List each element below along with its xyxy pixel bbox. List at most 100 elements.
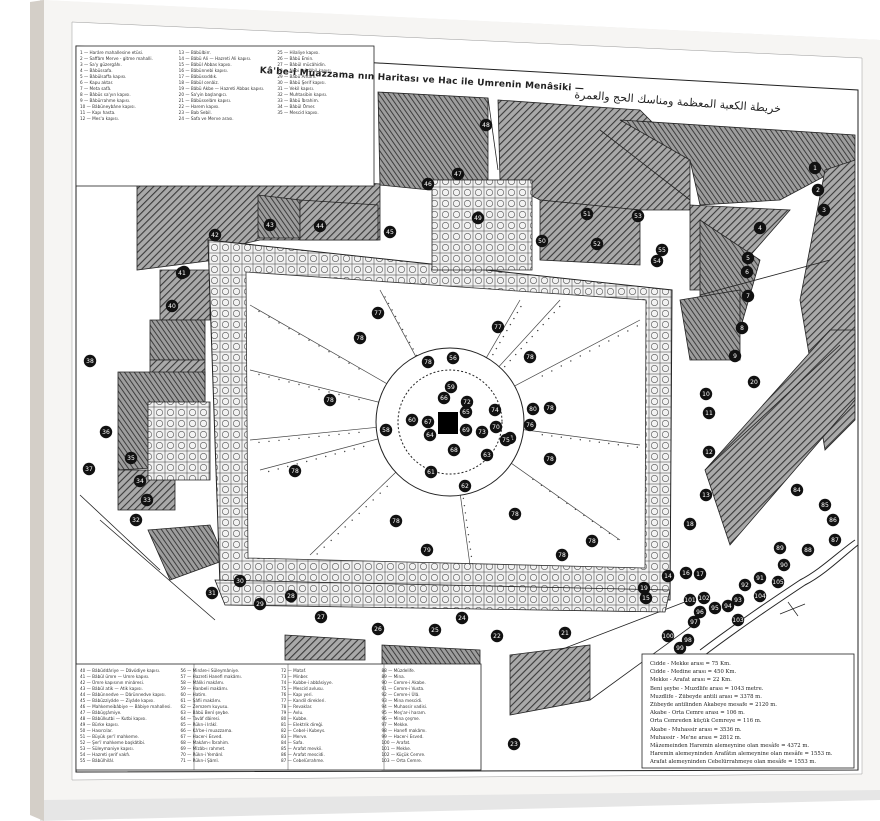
marker-label: 78 — [558, 552, 566, 559]
lamp-dot — [348, 432, 350, 435]
marker-78: 78 — [389, 514, 403, 528]
lamp-dot — [351, 519, 353, 521]
marker-73: 73 — [475, 425, 489, 439]
marker-dot — [428, 623, 442, 637]
marker-label: 30 — [236, 578, 244, 585]
marker-dot — [661, 629, 675, 643]
marker-label: 84 — [793, 487, 801, 494]
marker-44: 44 — [313, 219, 327, 233]
marker-61: 61 — [424, 465, 438, 479]
lamp-dot — [308, 386, 310, 388]
marker-78: 78 — [288, 464, 302, 478]
map-border — [75, 45, 859, 773]
lamp-dot — [391, 309, 393, 311]
marker-label: 51 — [583, 211, 591, 218]
lamp-dot — [353, 448, 355, 450]
lamp-dot — [288, 381, 290, 383]
marker-dot — [208, 228, 222, 242]
marker-dot — [353, 331, 367, 345]
marker-dot — [313, 219, 327, 233]
marker-label: 89 — [776, 545, 784, 552]
marker-64: 64 — [423, 428, 437, 442]
legend-entry: 16 — Bâbünnebi kapısı. — [178, 68, 229, 73]
marker-label: 70 — [492, 424, 500, 431]
marker-label: 62 — [461, 483, 469, 490]
marker-dot — [424, 465, 438, 479]
lamp-dot — [598, 441, 600, 443]
marker-label: 87 — [831, 537, 839, 544]
marker-65: 65 — [459, 405, 473, 419]
marker-dot — [687, 615, 701, 629]
marker-dot — [811, 183, 825, 197]
legend-entry: 76 — Kapı yeri. — [281, 692, 313, 697]
lamp-dot — [600, 526, 602, 529]
lamp-dot — [557, 496, 560, 499]
marker-101: 101 — [683, 593, 697, 607]
marker-label: 28 — [287, 593, 295, 600]
marker-label: 12 — [705, 449, 713, 456]
lamp-dot — [358, 398, 360, 401]
marker-78: 78 — [508, 507, 522, 521]
distance-entry: Cidde - Mekke arası = 75 Km. — [650, 661, 731, 667]
lamp-dot — [318, 435, 320, 438]
marker-58: 58 — [379, 423, 393, 437]
lamp-dot — [394, 315, 397, 318]
marker-label: 23 — [510, 741, 518, 748]
marker-label: 36 — [102, 429, 110, 436]
marker-label: 53 — [634, 213, 642, 220]
marker-dot — [808, 161, 822, 175]
marker-label: 101 — [684, 597, 696, 604]
lamp-dot — [338, 356, 340, 359]
marker-dot — [555, 548, 569, 562]
legend-entry: 97 — Mekke. — [381, 722, 409, 727]
marker-label: 92 — [741, 582, 749, 589]
marker-37: 37 — [82, 462, 96, 476]
legend-entry: 33 — Bâbü İbrahim. — [277, 98, 319, 103]
lamp-dot — [531, 335, 533, 338]
lamp-dot — [495, 347, 498, 350]
marker-label: 32 — [132, 517, 140, 524]
lamp-dot — [386, 485, 388, 488]
lamp-dot — [506, 329, 508, 332]
marker-label: 35 — [127, 455, 135, 462]
marker-label: 24 — [458, 615, 466, 622]
lamp-dot — [268, 376, 270, 378]
lamp-dot — [465, 519, 468, 521]
legend-entry: 31 — Vekil kapısı. — [277, 86, 315, 91]
legend-entry: 58 — Mâliki makâmı. — [180, 680, 225, 685]
lamp-dot — [358, 512, 360, 515]
marker-label: 46 — [424, 181, 432, 188]
lamp-dot — [579, 355, 581, 357]
lamp-dot — [325, 455, 327, 458]
marker-dot — [284, 589, 298, 603]
marker-10: 10 — [699, 387, 713, 401]
marker-label: 3 — [822, 207, 826, 214]
marker-dot — [491, 320, 505, 334]
marker-label: 45 — [386, 229, 394, 236]
marker-label: 2 — [816, 187, 820, 194]
legend-entry: 86 — Arafat mescidi. — [281, 752, 325, 757]
marker-16: 16 — [679, 566, 693, 580]
marker-19: 19 — [637, 581, 651, 595]
marker-dot — [459, 405, 473, 419]
distance-entry: Mekke - Arafat arası = 22 Km. — [650, 677, 732, 684]
marker-78: 78 — [353, 331, 367, 345]
lamp-dot — [348, 396, 350, 398]
marker-dot — [379, 423, 393, 437]
marker-label: 11 — [705, 410, 713, 417]
marker-84: 84 — [790, 483, 804, 497]
marker-label: 74 — [491, 407, 499, 414]
marker-dot — [693, 605, 707, 619]
marker-66: 66 — [437, 391, 451, 405]
marker-label: 79 — [423, 547, 431, 554]
marker-dot — [446, 351, 460, 365]
legend-entry: 26 — Bâbü Emin. — [277, 56, 314, 61]
marker-dot — [129, 513, 143, 527]
distance-entry: Muzdlife - Zübeyde antili arası = 3378 m… — [650, 693, 762, 700]
marker-label: 29 — [256, 601, 264, 608]
marker-label: 54 — [653, 258, 661, 265]
marker-8: 8 — [735, 321, 749, 335]
lamp-dot — [298, 333, 300, 336]
marker-dot — [455, 611, 469, 625]
legend-entry: 21 — Bâbüsselâm kapısı. — [178, 98, 232, 103]
